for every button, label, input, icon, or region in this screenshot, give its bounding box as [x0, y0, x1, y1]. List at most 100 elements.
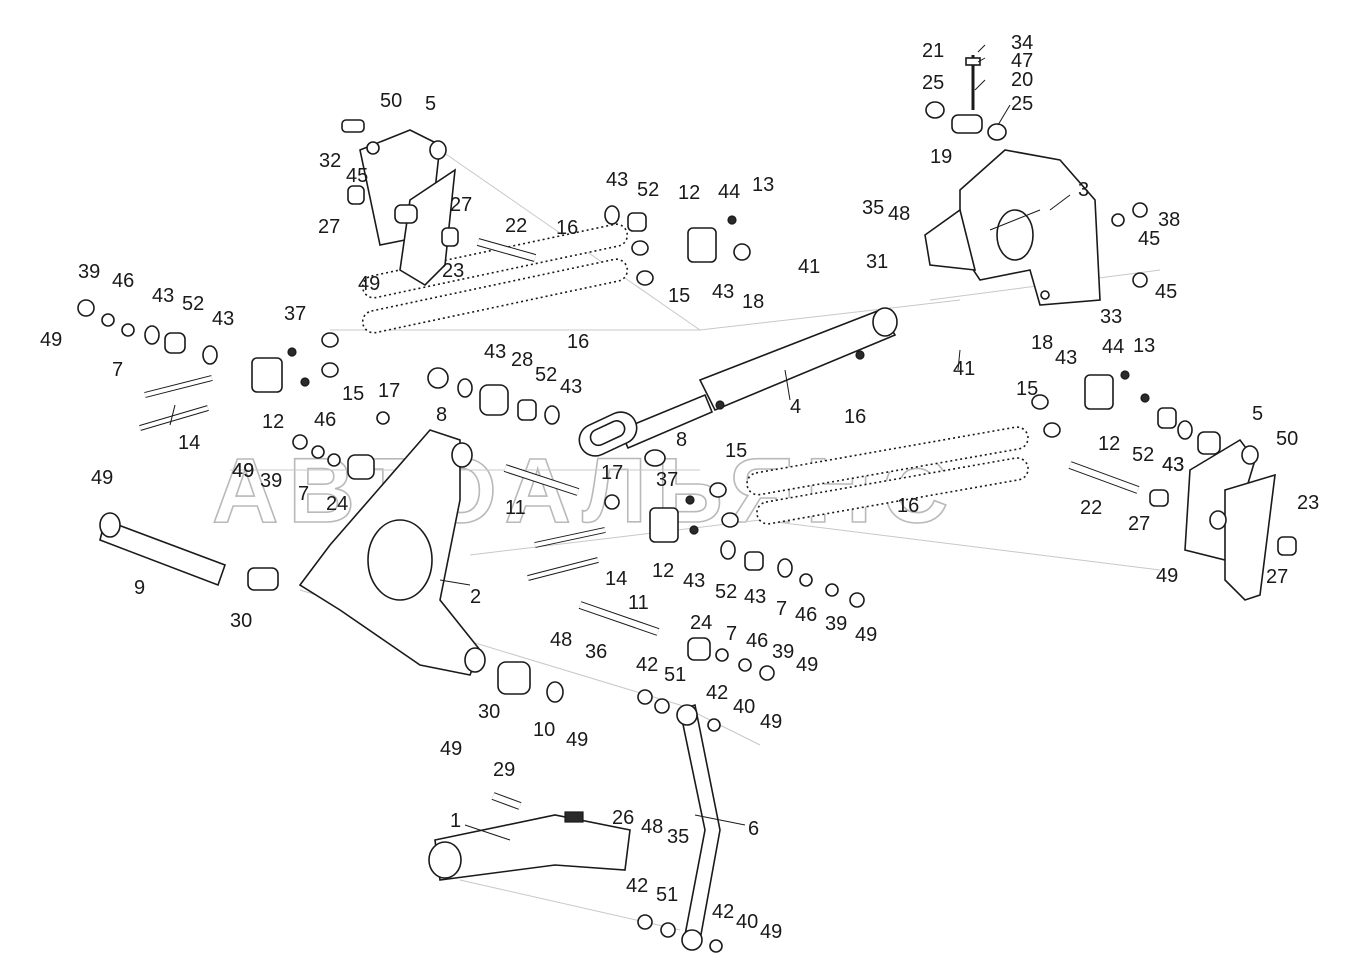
callout-52: 52 — [637, 179, 659, 201]
callout-44: 44 — [718, 181, 740, 203]
callout-46: 46 — [112, 270, 134, 292]
callout-21: 21 — [922, 40, 944, 62]
callout-43: 43 — [1162, 454, 1184, 476]
callout-49: 49 — [760, 921, 782, 943]
callout-19: 19 — [930, 146, 952, 168]
callout-52: 52 — [535, 364, 557, 386]
callout-52: 52 — [715, 581, 737, 603]
callout-25: 25 — [1011, 93, 1033, 115]
callout-52: 52 — [182, 293, 204, 315]
callout-8: 8 — [436, 404, 447, 426]
callout-46: 46 — [746, 630, 768, 652]
callout-32: 32 — [319, 150, 341, 172]
pivot-pin — [925, 55, 1007, 141]
callout-43: 43 — [560, 376, 582, 398]
callout-20: 20 — [1011, 69, 1033, 91]
callout-43: 43 — [1055, 347, 1077, 369]
callout-15: 15 — [668, 285, 690, 307]
callout-4: 4 — [790, 396, 801, 418]
callout-34: 34 — [1011, 32, 1033, 54]
callout-43: 43 — [606, 169, 628, 191]
callout-23: 23 — [1297, 492, 1319, 514]
callout-29: 29 — [493, 759, 515, 781]
pins — [139, 238, 1140, 810]
callout-11: 11 — [505, 497, 526, 519]
hydraulic-cylinder — [578, 307, 898, 457]
callout-39: 39 — [260, 470, 282, 492]
callout-24: 24 — [326, 493, 348, 515]
callout-18: 18 — [742, 291, 764, 313]
callout-1: 1 — [450, 810, 461, 832]
callout-11: 11 — [628, 592, 649, 614]
callout-39: 39 — [825, 613, 847, 635]
callout-49: 49 — [232, 460, 254, 482]
callout-42: 42 — [636, 654, 658, 676]
callout-8: 8 — [676, 429, 687, 451]
callout-14: 14 — [605, 568, 627, 590]
spring-bracket-left — [359, 129, 456, 287]
callout-14: 14 — [178, 432, 200, 454]
callout-44: 44 — [1102, 336, 1124, 358]
callout-37: 37 — [656, 469, 678, 491]
callout-41: 41 — [798, 256, 820, 278]
callout-48: 48 — [550, 629, 572, 651]
callout-39: 39 — [772, 641, 794, 663]
frame-bracket — [924, 149, 1101, 306]
callout-45: 45 — [1138, 228, 1160, 250]
callout-6: 6 — [748, 818, 759, 840]
callout-49: 49 — [440, 738, 462, 760]
callout-41: 41 — [953, 358, 975, 380]
callout-7: 7 — [776, 598, 787, 620]
callout-16: 16 — [897, 495, 919, 517]
callout-47: 47 — [1011, 50, 1033, 72]
callout-35: 35 — [862, 197, 884, 219]
callout-38: 38 — [1158, 209, 1180, 231]
callout-43: 43 — [1162, 454, 1184, 476]
spring-caps — [251, 227, 1114, 543]
callout-13: 13 — [1133, 335, 1155, 357]
callout-52: 52 — [1132, 444, 1154, 466]
callout-49: 49 — [358, 273, 380, 295]
callout-15: 15 — [342, 383, 364, 405]
callout-12: 12 — [262, 411, 284, 433]
lower-link — [676, 703, 721, 951]
callout-50: 50 — [1276, 428, 1298, 450]
callout-36: 36 — [585, 641, 607, 663]
callout-26: 26 — [612, 807, 634, 829]
callout-43: 43 — [484, 341, 506, 363]
callout-7: 7 — [298, 483, 309, 505]
callout-40: 40 — [736, 911, 758, 933]
main-arm — [298, 429, 486, 676]
callout-25: 25 — [922, 72, 944, 94]
callout-7: 7 — [112, 359, 123, 381]
callout-33: 33 — [1100, 306, 1122, 328]
callout-27: 27 — [318, 216, 340, 238]
callout-49: 49 — [855, 624, 877, 646]
callout-37: 37 — [284, 303, 306, 325]
callout-13: 13 — [752, 174, 774, 196]
callout-43: 43 — [212, 308, 234, 330]
callout-43: 43 — [712, 281, 734, 303]
callout-15: 15 — [1016, 378, 1038, 400]
callout-27: 27 — [450, 194, 472, 216]
callout-27: 27 — [1128, 513, 1150, 535]
callout-49: 49 — [232, 460, 254, 482]
callout-5: 5 — [425, 93, 436, 115]
callout-labels: 1 2 3 4 5 5 6 7 7 7 7 8 8 9 10 11 11 12 … — [40, 32, 1319, 943]
callout-49: 49 — [796, 654, 818, 676]
callout-17: 17 — [378, 380, 400, 402]
callout-43: 43 — [683, 570, 705, 592]
callout-16: 16 — [556, 217, 578, 239]
callout-42: 42 — [712, 901, 734, 923]
callout-12: 12 — [678, 182, 700, 204]
callout-49: 49 — [91, 467, 113, 489]
callout-49: 49 — [566, 729, 588, 751]
callout-31: 31 — [866, 251, 888, 273]
callout-5: 5 — [1252, 403, 1263, 425]
callout-12: 12 — [1098, 433, 1120, 455]
callout-45: 45 — [346, 165, 368, 187]
callout-51: 51 — [664, 664, 686, 686]
spring-set-lower — [746, 426, 1029, 525]
callout-3: 3 — [1078, 179, 1089, 201]
